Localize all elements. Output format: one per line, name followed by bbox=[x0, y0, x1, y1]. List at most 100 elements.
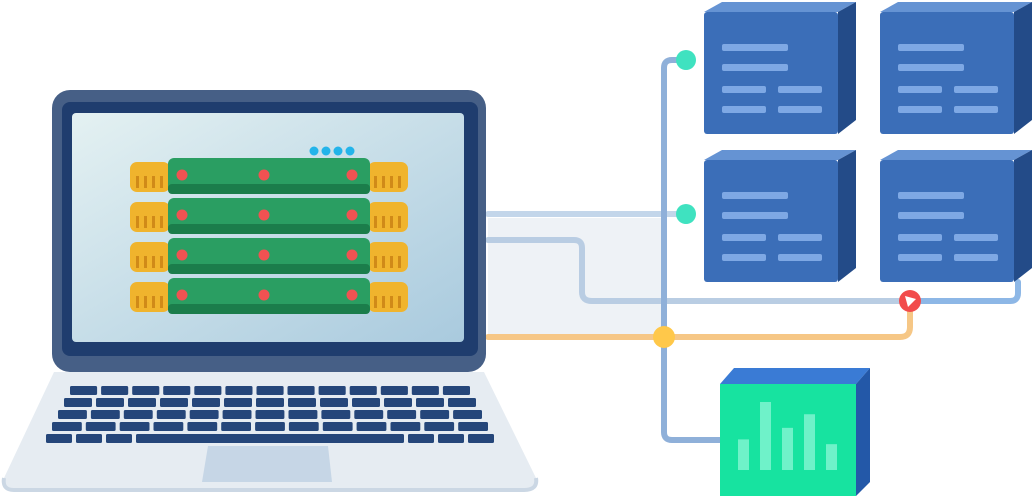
server-side bbox=[1014, 2, 1032, 134]
server-line bbox=[898, 106, 942, 113]
connector-pin bbox=[382, 256, 385, 268]
server-line bbox=[722, 64, 788, 71]
connector-pin bbox=[152, 216, 155, 228]
keyboard-key bbox=[132, 386, 160, 395]
memory-module bbox=[130, 198, 408, 234]
keyboard-key bbox=[352, 398, 380, 407]
keyboard-key bbox=[64, 398, 92, 407]
keyboard-key bbox=[163, 386, 191, 395]
connector-pin bbox=[382, 216, 385, 228]
connector-pin bbox=[160, 176, 163, 188]
server-top bbox=[704, 150, 856, 160]
keyboard-key bbox=[189, 410, 219, 419]
keyboard-key bbox=[58, 410, 87, 419]
wire-red-node-to-server-4 bbox=[917, 279, 1021, 304]
connector-pin bbox=[398, 176, 401, 188]
connector-pin bbox=[160, 256, 163, 268]
module-led bbox=[176, 209, 188, 221]
laptop-base-edge bbox=[1, 477, 539, 492]
keyboard-key bbox=[70, 386, 98, 395]
connector-pin bbox=[390, 256, 393, 268]
server-line bbox=[954, 86, 998, 93]
server-line bbox=[898, 86, 942, 93]
server-side bbox=[1014, 150, 1032, 282]
connector-pin bbox=[382, 296, 385, 308]
keyboard-key bbox=[380, 386, 408, 395]
keyboard-key bbox=[349, 386, 377, 395]
server-top bbox=[704, 2, 856, 12]
connector-pin bbox=[398, 216, 401, 228]
connector-pin bbox=[160, 296, 163, 308]
connector-pin bbox=[390, 296, 393, 308]
analytics-box-side bbox=[856, 368, 870, 496]
connector-pin bbox=[398, 296, 401, 308]
server-line bbox=[722, 234, 766, 241]
server-side bbox=[838, 150, 856, 282]
analytics-box-top bbox=[720, 368, 870, 384]
keyboard-key bbox=[256, 398, 284, 407]
keyboard bbox=[46, 386, 494, 443]
memory-module bbox=[130, 158, 408, 194]
server-line bbox=[778, 86, 822, 93]
wire-orange bbox=[485, 301, 913, 340]
keyboard-key bbox=[288, 398, 316, 407]
wires bbox=[485, 57, 1021, 443]
server-line bbox=[722, 86, 766, 93]
module-board-edge bbox=[168, 184, 370, 194]
memory-module bbox=[130, 238, 408, 274]
keyboard-key bbox=[384, 398, 412, 407]
connector-pin bbox=[374, 176, 377, 188]
keyboard-key bbox=[106, 434, 132, 443]
server-line bbox=[898, 212, 964, 219]
server-line bbox=[954, 254, 998, 261]
keyboard-key bbox=[390, 422, 421, 431]
connector-pin bbox=[144, 256, 147, 268]
module-led bbox=[258, 169, 270, 181]
server-line bbox=[778, 254, 822, 261]
keyboard-key bbox=[468, 434, 494, 443]
keyboard-key bbox=[153, 422, 184, 431]
server-line bbox=[722, 106, 766, 113]
connector-node-server-2 bbox=[676, 204, 696, 224]
module-led bbox=[346, 289, 358, 301]
keyboard-key bbox=[46, 434, 72, 443]
server-top bbox=[880, 2, 1032, 12]
wire-laptop-to-red-node bbox=[485, 237, 903, 304]
keyboard-key bbox=[320, 398, 348, 407]
keyboard-key bbox=[123, 410, 153, 419]
server-box-icon bbox=[880, 150, 1032, 282]
keyboard-key bbox=[192, 398, 220, 407]
keyboard-key bbox=[224, 398, 252, 407]
connector-pin bbox=[136, 216, 139, 228]
connector-pin bbox=[374, 296, 377, 308]
touchpad bbox=[202, 446, 332, 482]
connector-pin bbox=[136, 176, 139, 188]
module-board-edge bbox=[168, 224, 370, 234]
analytics-chart-icon bbox=[720, 368, 870, 496]
connector-pin bbox=[144, 296, 147, 308]
keyboard-key bbox=[96, 398, 124, 407]
module-board-edge bbox=[168, 304, 370, 314]
keyboard-key bbox=[420, 410, 450, 419]
keyboard-key bbox=[156, 410, 186, 419]
connector-pin bbox=[390, 176, 393, 188]
keyboard-key bbox=[448, 398, 476, 407]
module-led bbox=[258, 249, 270, 261]
keyboard-key bbox=[321, 410, 351, 419]
module-led bbox=[346, 169, 358, 181]
keyboard-key bbox=[387, 410, 417, 419]
wire-backdrop bbox=[488, 218, 662, 338]
keyboard-key bbox=[438, 434, 464, 443]
analytics-bar bbox=[738, 439, 749, 470]
keyboard-key bbox=[288, 410, 318, 419]
analytics-bar bbox=[804, 414, 815, 470]
connector-pin bbox=[390, 216, 393, 228]
server-line bbox=[722, 44, 788, 51]
module-led bbox=[176, 249, 188, 261]
status-dots bbox=[309, 146, 355, 156]
keyboard-key bbox=[442, 386, 470, 395]
keyboard-key bbox=[128, 398, 156, 407]
keyboard-key bbox=[287, 386, 315, 395]
keyboard-key bbox=[416, 398, 444, 407]
